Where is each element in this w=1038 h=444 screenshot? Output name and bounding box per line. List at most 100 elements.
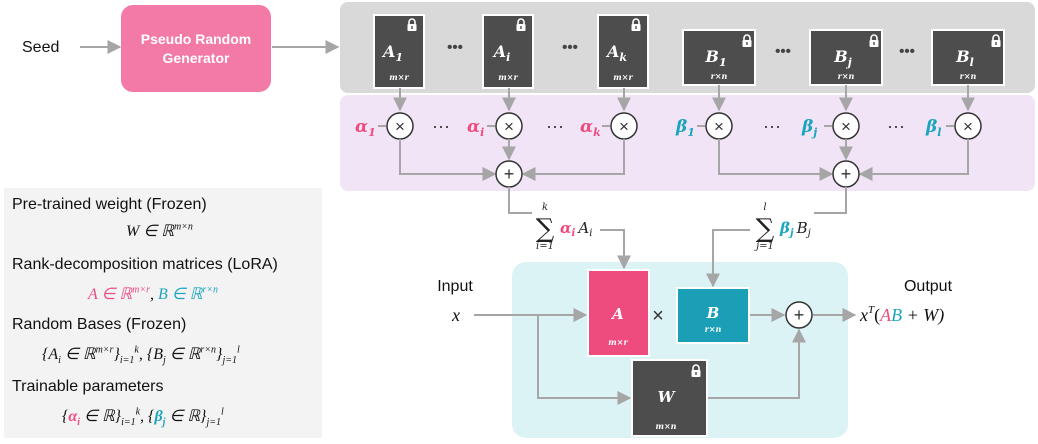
plus-symbol: +: [841, 164, 852, 184]
coef-label: βl: [925, 117, 941, 139]
basis-to-multiplier-arrows: [393, 85, 975, 112]
arrow-input-to-W: [537, 315, 632, 405]
legend-formula-lora: A ∈ ℝm×r, B ∈ ℝr×n: [88, 284, 218, 303]
beta-j-multiply: βj ×: [801, 112, 860, 140]
svg-text:Bl: Bl: [955, 47, 974, 69]
basis-name: B: [704, 47, 719, 66]
basis-Ak: Ak m×r: [597, 14, 649, 89]
svg-text:∑: ∑: [756, 214, 775, 244]
output-expression: xT(AB + W): [859, 304, 944, 326]
legend-heading-pretrained: Pre-trained weight (Frozen): [12, 196, 207, 213]
svg-text:m×n: m×n: [656, 421, 677, 431]
svg-text:∑: ∑: [536, 214, 555, 244]
pretrained-weight-W: W m×n: [631, 359, 708, 437]
plus-symbol: +: [794, 305, 805, 325]
output-label: Output: [904, 278, 953, 295]
basis-name: B: [833, 47, 848, 66]
prng-box: [121, 5, 271, 92]
multiply-symbol: ×: [395, 117, 405, 136]
basis-name: A: [381, 42, 395, 61]
coef-label: βj: [801, 117, 817, 139]
beta-l-multiply: βl ×: [925, 112, 982, 140]
multiply-symbol: ×: [504, 117, 514, 136]
basis-Bl: Bl r×n: [931, 29, 1005, 86]
sum-to-model-arrows: [508, 187, 847, 288]
basis-name: A: [492, 42, 506, 61]
svg-text:Ai: Ai: [492, 42, 511, 64]
svg-text:B1: B1: [704, 47, 726, 69]
ellipsis-dots: •••: [447, 39, 463, 56]
ellipsis-dots: ···: [546, 116, 564, 136]
beta-1-multiply: β1 ×: [675, 112, 733, 140]
arrow-W-to-sum: [708, 328, 806, 399]
legend-panel: Pre-trained weight (Frozen) W ∈ ℝm×n Ran…: [4, 188, 322, 438]
output-sum-node: +: [785, 301, 813, 329]
ellipsis-dots: ···: [432, 116, 450, 136]
basis-dim: r×n: [711, 71, 728, 81]
svg-text:W: W: [658, 388, 677, 406]
sum-node-alpha: +: [495, 160, 523, 188]
basis-name: B: [955, 47, 970, 66]
svg-text:l: l: [763, 202, 766, 213]
basis-sub: k: [619, 51, 627, 64]
basis-dim: m×r: [613, 72, 633, 82]
ellipsis-dots: •••: [899, 43, 915, 60]
input-label: Input: [437, 278, 473, 295]
basis-sub: i: [506, 51, 510, 64]
lora-matrix-B: B r×n: [676, 287, 750, 344]
basis-sub: 1: [395, 51, 403, 64]
basis-sub: l: [970, 56, 974, 69]
coef-label: αi: [467, 117, 484, 139]
basis-Ai: Ai m×r: [482, 14, 534, 89]
sum-node-beta: +: [832, 160, 860, 188]
svg-text:B: B: [706, 304, 720, 322]
alpha-k-multiply: αk ×: [580, 112, 638, 140]
multiply-symbol: ×: [841, 117, 851, 136]
coef-label: αk: [580, 117, 601, 139]
legend-formula-W: W ∈ ℝm×n: [126, 221, 193, 240]
coefficient-band: [340, 95, 1035, 191]
legend-formula-trainable: {αi ∈ ℝ}i=1k, {βj ∈ ℝ}j=1l: [62, 406, 224, 429]
basis-dim: m×r: [498, 72, 518, 82]
basis-dim: r×n: [960, 71, 977, 81]
svg-text:A1: A1: [381, 42, 403, 64]
coef-label: α1: [355, 117, 376, 139]
basis-dim: r×n: [838, 71, 855, 81]
input-variable: x: [451, 305, 460, 325]
coef-label: β1: [675, 117, 695, 139]
legend-heading-random-bases: Random Bases (Frozen): [12, 316, 187, 333]
ellipsis-dots: •••: [562, 39, 578, 56]
legend-formula-bases: {Ai ∈ ℝm×r}i=1k, {Bj ∈ ℝr×n}j=1l: [42, 344, 240, 367]
svg-text:Bj: Bj: [833, 47, 852, 69]
multiply-symbol: ×: [963, 117, 973, 136]
svg-text:i=1: i=1: [536, 241, 554, 252]
basis-sub: 1: [719, 56, 727, 69]
svg-text:Ak: Ak: [605, 42, 627, 64]
basis-dim: m×r: [389, 72, 409, 82]
legend-heading-trainable: Trainable parameters: [12, 378, 164, 395]
prng-label-line2: Generator: [163, 50, 230, 66]
basis-Bj: Bj r×n: [809, 29, 883, 86]
svg-text:j=1: j=1: [754, 241, 774, 252]
seed-label: Seed: [22, 39, 59, 56]
svg-text:A: A: [610, 305, 624, 323]
multiply-symbol: ×: [619, 117, 629, 136]
ellipsis-dots: ···: [763, 116, 781, 136]
ellipsis-dots: •••: [775, 43, 791, 60]
basis-name: A: [605, 42, 619, 61]
legend-heading-lora: Rank-decomposition matrices (LoRA): [12, 256, 278, 273]
basis-A1: A1 m×r: [373, 14, 425, 89]
prng-label-line1: Pseudo Random: [141, 31, 251, 47]
basis-sub: j: [846, 56, 852, 69]
svg-text:r×n: r×n: [705, 324, 722, 334]
svg-text:m×r: m×r: [608, 337, 628, 347]
multiply-symbol: ×: [714, 117, 724, 136]
ellipsis-dots: ···: [887, 116, 905, 136]
plus-symbol: +: [504, 164, 515, 184]
alpha-i-multiply: αi ×: [467, 112, 523, 140]
multiplier-to-sum-arrows: [399, 139, 969, 181]
